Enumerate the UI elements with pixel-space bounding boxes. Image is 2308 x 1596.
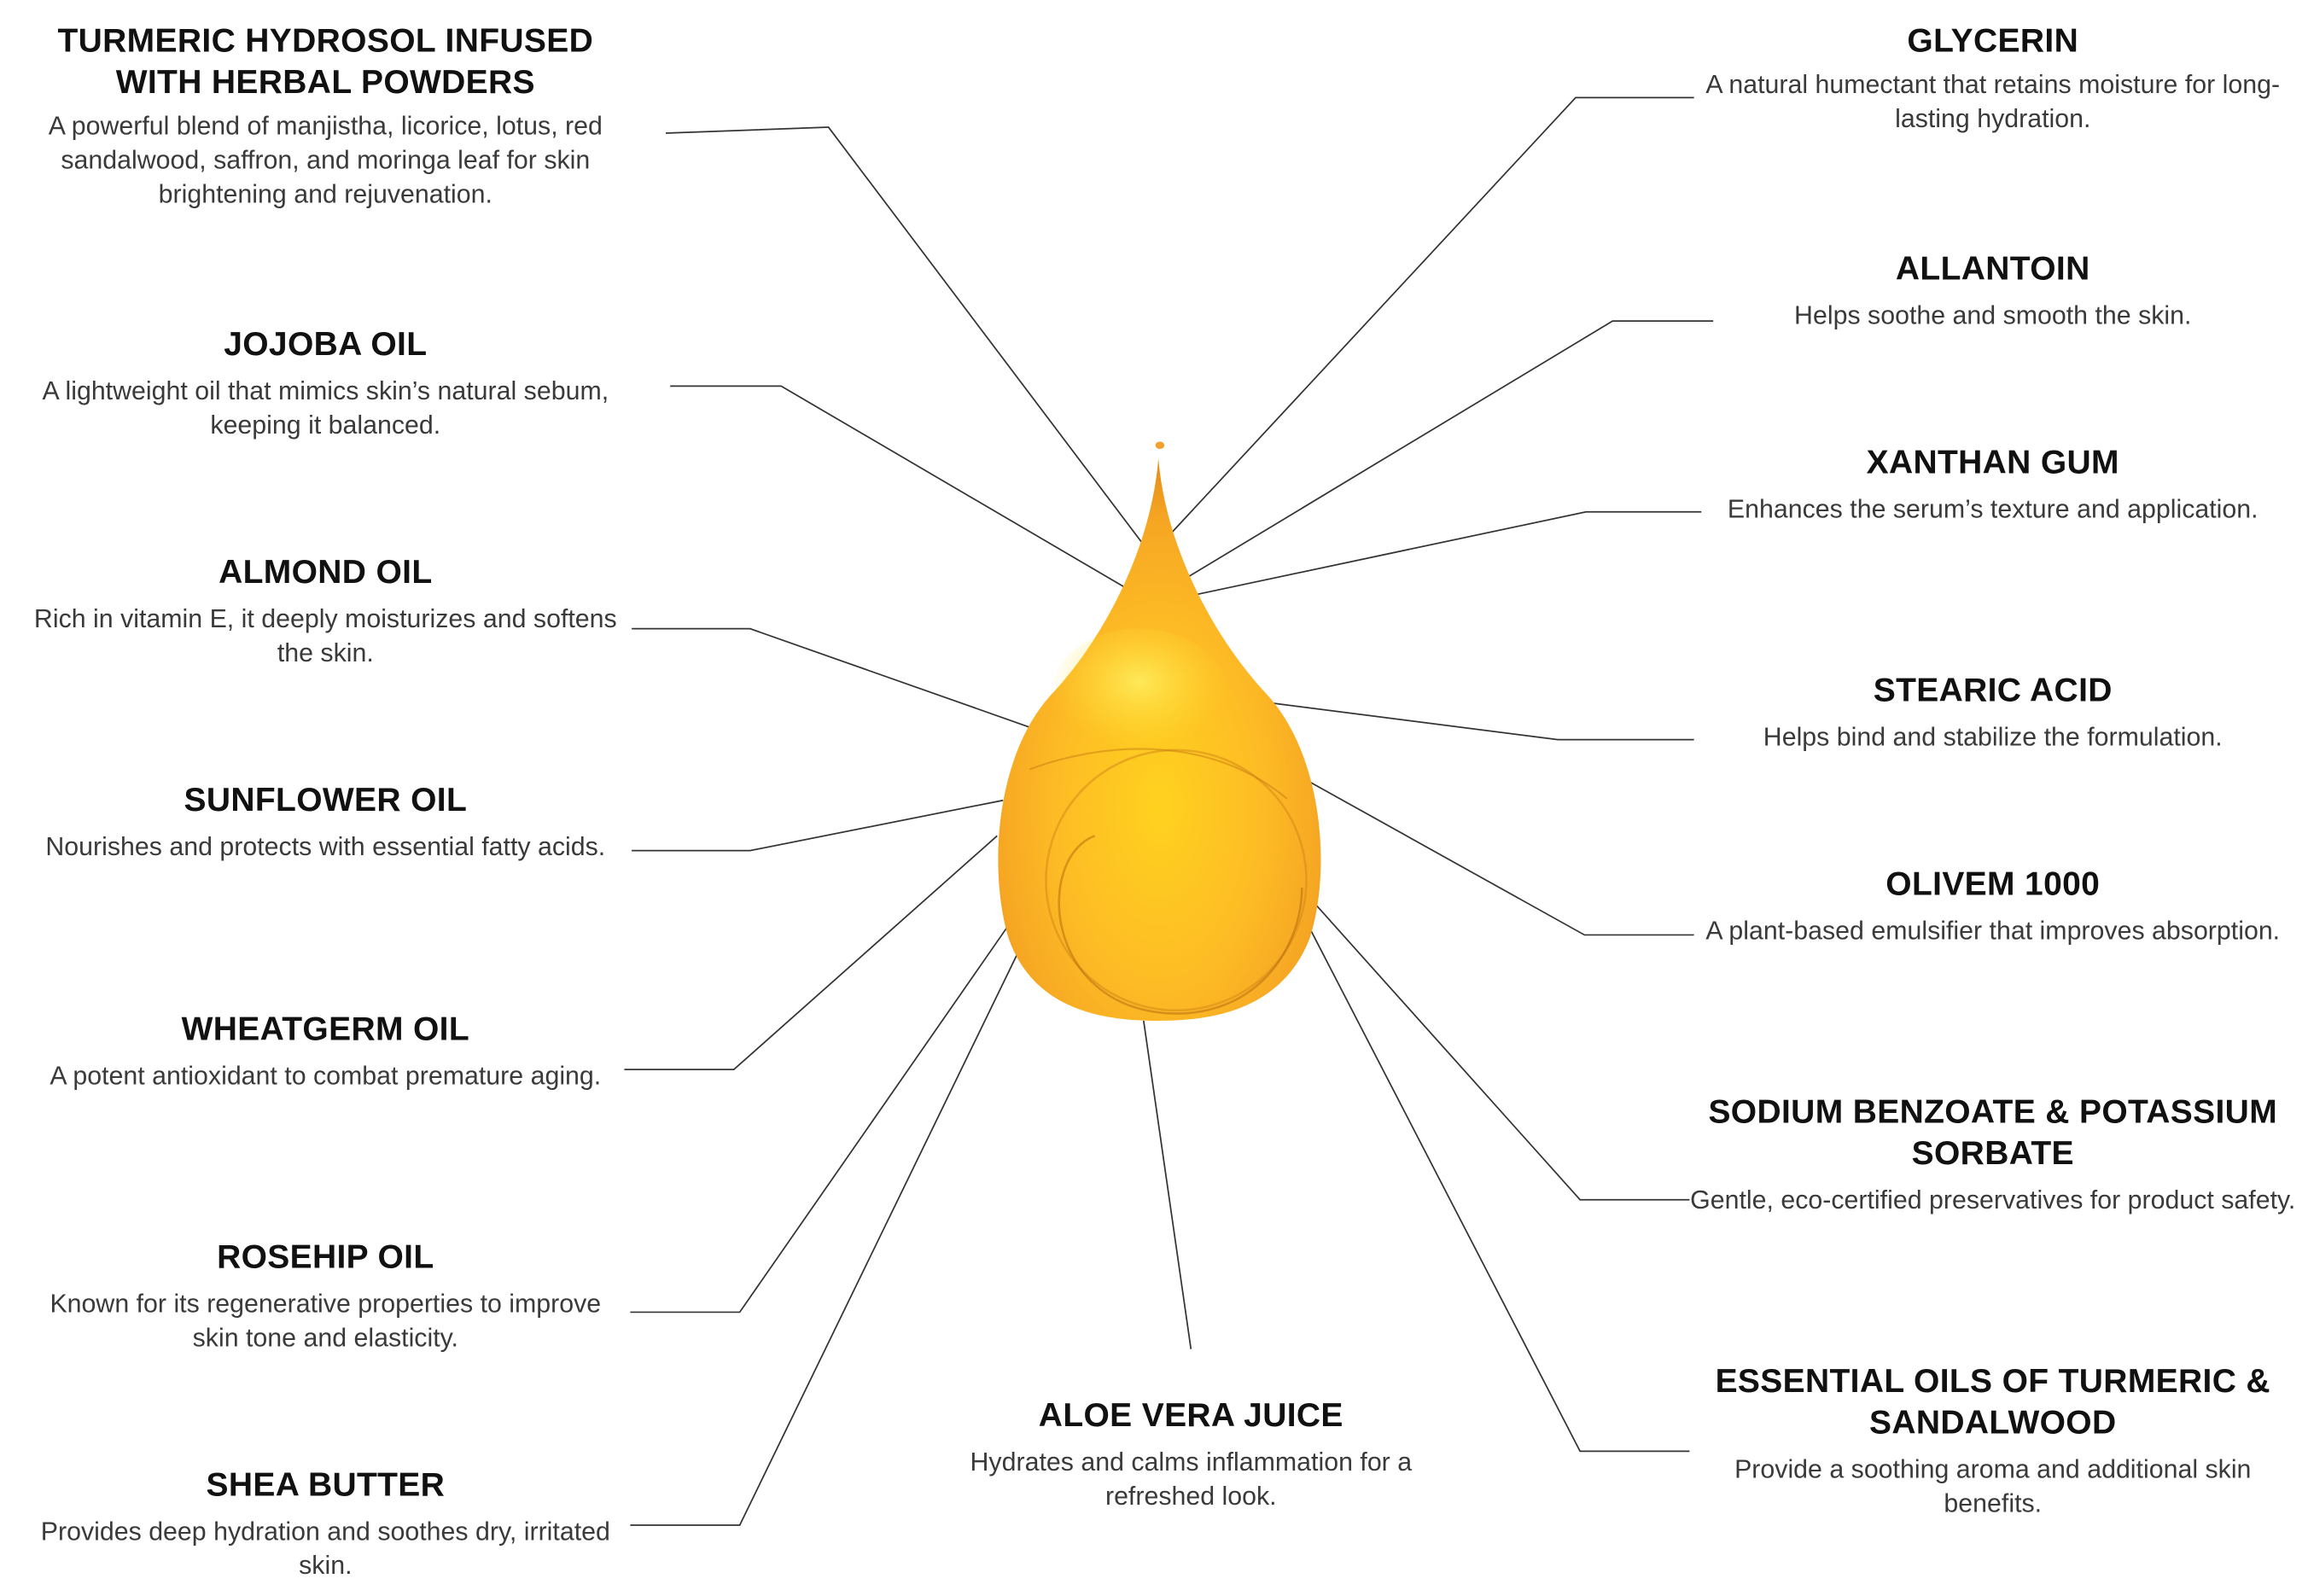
ingredient-rosehip-oil: ROSEHIP OIL Known for its regenerative pr… xyxy=(30,1237,621,1355)
ingredient-glycerin: GLYCERIN A natural humectant that retains… xyxy=(1697,20,2288,136)
connector-stearic xyxy=(1257,700,1694,741)
ingredient-title: WHEATGERM OIL xyxy=(181,1010,470,1048)
ingredient-title: GLYCERIN xyxy=(1907,21,2079,60)
connector-shea xyxy=(630,946,1022,1526)
ingredient-wheatgerm-oil: WHEATGERM OIL A potent antioxidant to com… xyxy=(30,1009,621,1093)
connector-sunflower xyxy=(632,799,1004,852)
ingredient-shea-butter: SHEA BUTTER Provides deep hydration and s… xyxy=(30,1465,621,1583)
connector-lines xyxy=(624,96,1714,1526)
ingredient-description: Hydrates and calms inflammation for a re… xyxy=(970,1447,1413,1511)
ingredient-description: Helps soothe and smooth the skin. xyxy=(1794,300,2192,330)
ingredient-title: ROSEHIP OIL xyxy=(217,1238,434,1276)
oil-drop-icon xyxy=(998,441,1321,1021)
ingredient-description: Nourishes and protects with essential fa… xyxy=(45,831,606,861)
ingredient-preservatives: SODIUM BENZOATE & POTASSIUM SORBATE Gentl… xyxy=(1682,1092,2304,1217)
connector-jojoba xyxy=(670,385,1128,590)
ingredient-title: JOJOBA OIL xyxy=(224,325,428,363)
ingredient-description: Provides deep hydration and soothes dry,… xyxy=(40,1516,610,1581)
connector-aloe xyxy=(1142,1020,1192,1349)
ingredient-sunflower-oil: SUNFLOWER OIL Nourishes and protects with… xyxy=(30,779,621,864)
connector-olivem xyxy=(1310,782,1694,936)
ingredient-almond-oil: ALMOND OIL Rich in vitamin E, it deeply m… xyxy=(30,552,621,671)
connector-wheatgerm xyxy=(624,835,998,1071)
ingredient-essential-oils: ESSENTIAL OILS OF TURMERIC & SANDALWOOD P… xyxy=(1697,1361,2288,1521)
ingredient-turmeric-hydrosol: TURMERIC HYDROSOL INFUSED WITH HERBAL PO… xyxy=(30,20,621,212)
ingredient-description: Rich in vitamin E, it deeply moisturizes… xyxy=(33,603,617,667)
ingredient-description: Helps bind and stabilize the formulation… xyxy=(1763,721,2223,752)
connector-almond xyxy=(632,627,1036,731)
ingredient-olivem-1000: OLIVEM 1000 A plant-based emulsifier that… xyxy=(1697,864,2288,948)
ingredient-description: A powerful blend of manjistha, licorice,… xyxy=(48,110,603,209)
ingredient-title: ALOE VERA JUICE xyxy=(1038,1396,1343,1434)
ingredient-jojoba-oil: JOJOBA OIL A lightweight oil that mimics … xyxy=(30,324,621,443)
ingredient-xanthan-gum: XANTHAN GUM Enhances the serum’s texture … xyxy=(1697,442,2288,527)
ingredient-description: Known for its regenerative properties to… xyxy=(50,1288,602,1353)
ingredient-title: TURMERIC HYDROSOL INFUSED WITH HERBAL PO… xyxy=(57,21,594,101)
ingredient-description: Gentle, eco-certified preservatives for … xyxy=(1690,1185,2296,1215)
ingredient-description: Enhances the serum’s texture and applica… xyxy=(1727,493,2258,524)
connector-preservatives xyxy=(1313,901,1690,1201)
ingredient-description: Provide a soothing aroma and additional … xyxy=(1734,1453,2252,1518)
ingredient-title: XANTHAN GUM xyxy=(1866,443,2119,481)
ingredient-title: STEARIC ACID xyxy=(1873,671,2113,709)
ingredient-description: A potent antioxidant to combat premature… xyxy=(50,1060,602,1091)
ingredient-allantoin: ALLANTOIN Helps soothe and smooth the ski… xyxy=(1697,248,2288,333)
connector-turmeric-hydrosol xyxy=(665,126,1143,544)
ingredient-description: A lightweight oil that mimics skin’s nat… xyxy=(42,376,609,440)
ingredient-title: SODIUM BENZOATE & POTASSIUM SORBATE xyxy=(1708,1092,2278,1172)
connector-xanthan xyxy=(1195,510,1702,596)
connector-glycerin xyxy=(1171,96,1694,533)
ingredient-title: SUNFLOWER OIL xyxy=(184,781,468,818)
ingredient-title: ESSENTIAL OILS OF TURMERIC & SANDALWOOD xyxy=(1715,1362,2270,1442)
ingredient-description: A plant-based emulsifier that improves a… xyxy=(1705,915,2281,946)
connector-rosehip xyxy=(630,923,1010,1313)
connector-allantoin xyxy=(1187,320,1714,578)
ingredient-description: A natural humectant that retains moistur… xyxy=(1705,69,2281,133)
ingredient-title: ALMOND OIL xyxy=(219,553,433,591)
ingredient-stearic-acid: STEARIC ACID Helps bind and stabilize the… xyxy=(1697,670,2288,754)
connector-essential-oils xyxy=(1307,923,1690,1453)
ingredient-title: OLIVEM 1000 xyxy=(1885,865,2101,903)
ingredient-title: SHEA BUTTER xyxy=(206,1465,446,1504)
ingredient-title: ALLANTOIN xyxy=(1895,249,2090,288)
ingredient-aloe-vera-juice: ALOE VERA JUICE Hydrates and calms inflam… xyxy=(895,1395,1487,1514)
